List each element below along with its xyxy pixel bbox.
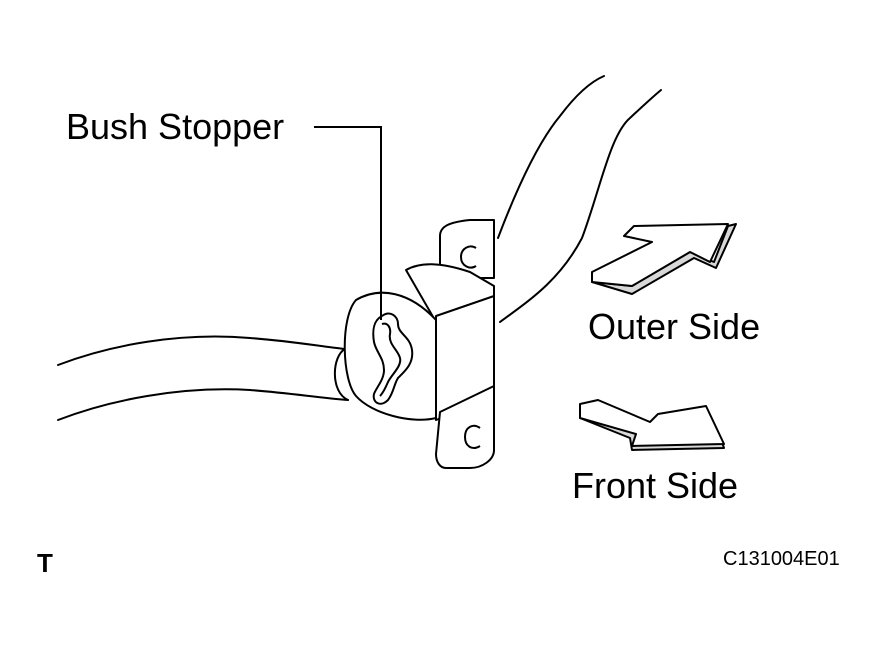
stabilizer-bar (57, 335, 349, 421)
front-side-label: Front Side (572, 465, 739, 506)
arrow-down-right-icon (579, 399, 725, 451)
stabilizer-bar-lower-edge (57, 388, 349, 421)
outer-arrow-face (591, 223, 729, 287)
stabilizer-bar-rising-section (497, 75, 662, 323)
upper-flange-hole (460, 245, 477, 269)
lower-flange-hole (464, 424, 481, 449)
stabilizer-bar-upper-edge (57, 335, 346, 366)
stabilizer-bar-end-cap (333, 348, 349, 401)
section-code: T (37, 548, 53, 578)
upper-flange (439, 219, 495, 279)
lower-flange (435, 385, 495, 469)
figure-code: C131004E01 (723, 548, 840, 570)
outer-side-label: Outer Side (588, 306, 761, 347)
arrow-up-right-icon (591, 223, 737, 295)
rising-left-edge (497, 75, 605, 239)
bushing-bracket-assembly (343, 219, 495, 469)
bushing-front-face (343, 291, 437, 421)
front-arrow-face (579, 399, 725, 447)
bush-stopper-inner (379, 322, 402, 397)
bush-stopper-clip (372, 312, 414, 405)
rising-right-edge (499, 89, 662, 323)
bush-stopper-label: Bush Stopper (66, 106, 285, 147)
bush-stopper-outline (372, 312, 414, 405)
bush-stopper-leader-line (314, 126, 382, 320)
